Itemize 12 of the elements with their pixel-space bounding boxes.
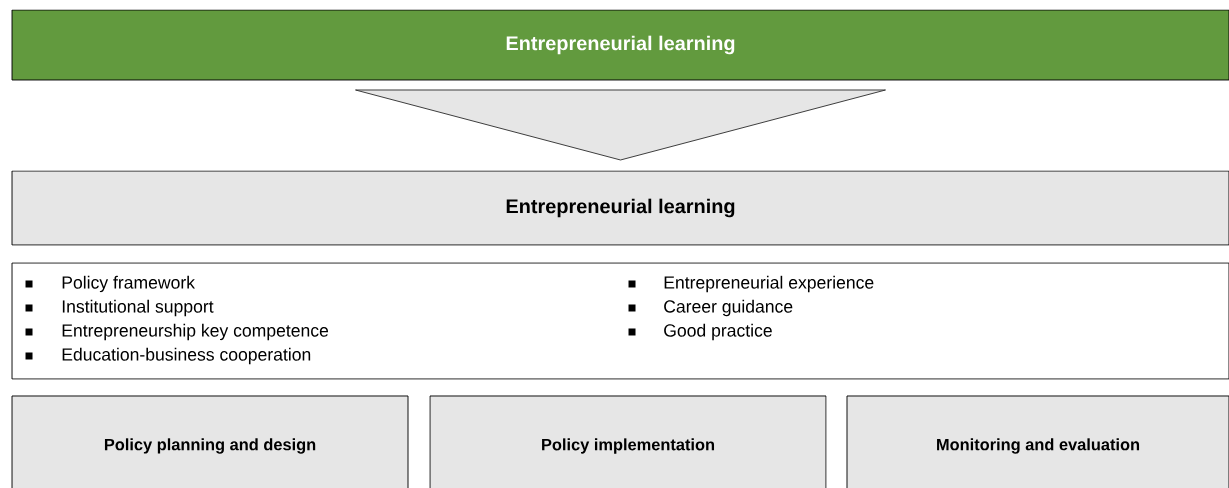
box-label: Policy planning and design — [104, 438, 316, 454]
box-label: Monitoring and evaluation — [937, 438, 1140, 454]
bullet-item: Education-business cooperation — [25, 347, 311, 365]
bullet-item: Policy framework — [25, 275, 195, 293]
bullet-item: Career guidance — [628, 299, 793, 317]
box-label: Policy implementation — [542, 438, 714, 454]
bullet-item: Institutional support — [25, 299, 214, 317]
bullet-item: Good practice — [628, 323, 772, 341]
box-label: Entrepreneurial learning — [506, 35, 735, 55]
bullet-item: Entrepreneurial experience — [628, 275, 874, 293]
bullet-item: Entrepreneurship key competence — [25, 323, 329, 341]
box-label: Entrepreneurial learning — [506, 198, 735, 218]
